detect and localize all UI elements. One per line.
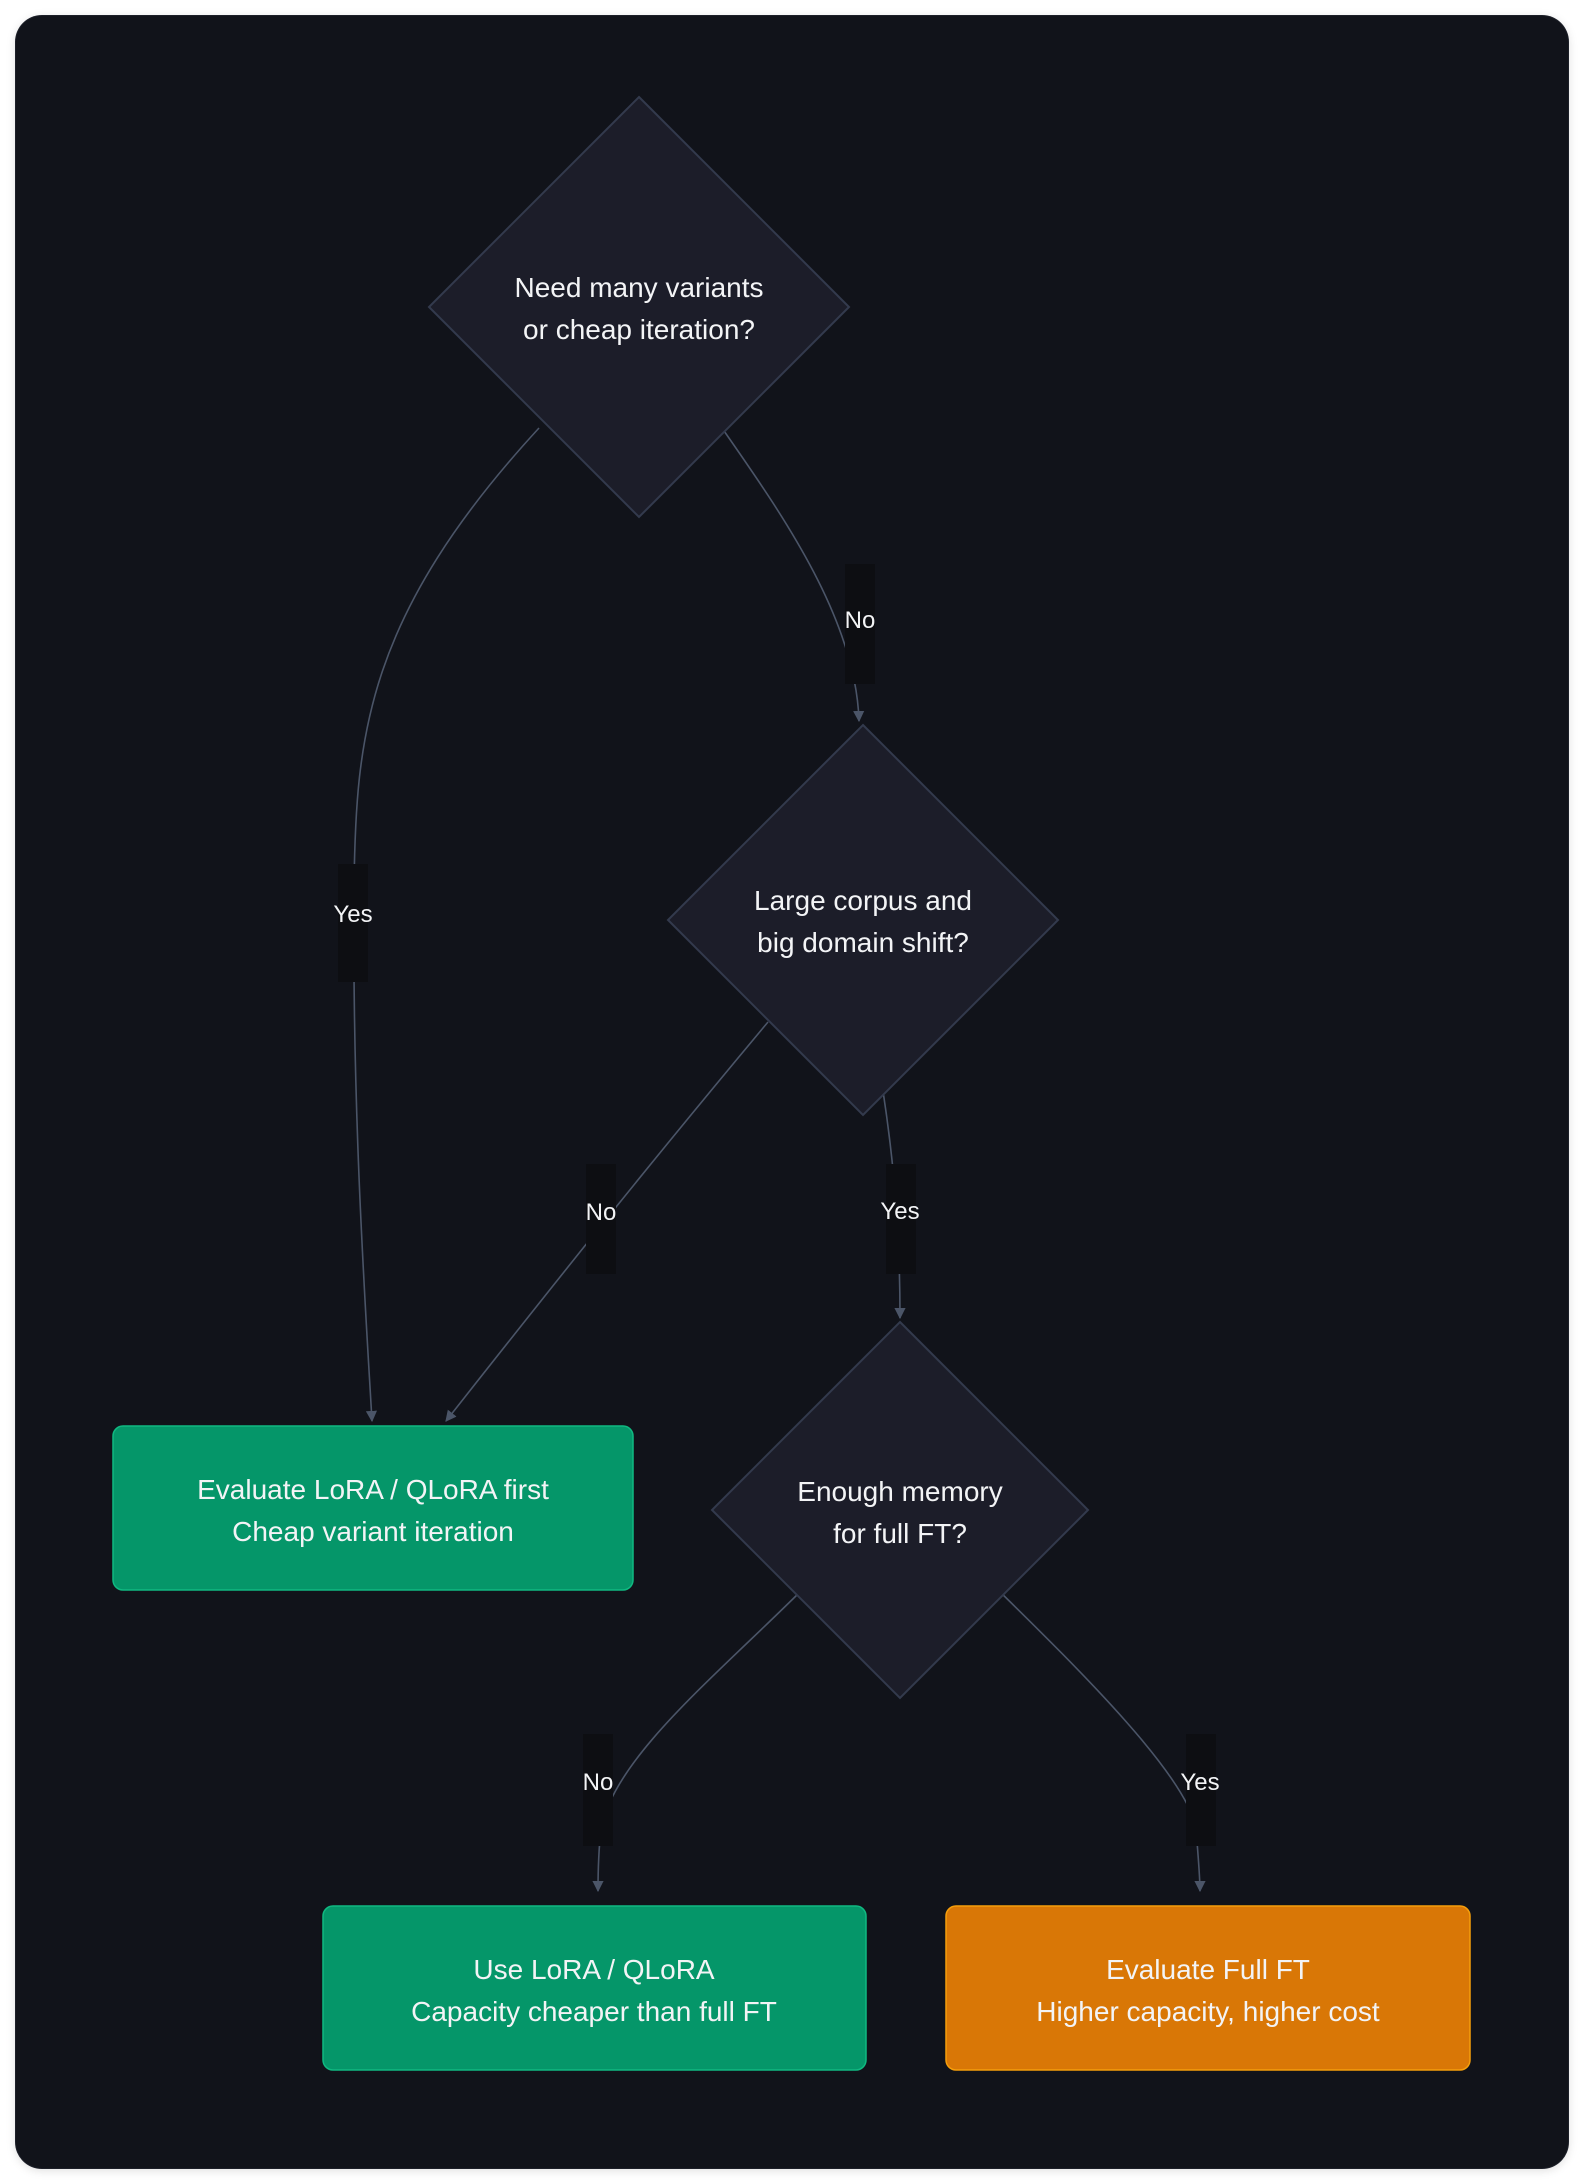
svg-text:No: No (845, 607, 876, 634)
svg-text:Evaluate LoRA / QLoRA first: Evaluate LoRA / QLoRA first (197, 1474, 549, 1505)
edge-label-corpus-yes: Yes (880, 1164, 920, 1274)
edge-label-variants-no: No (845, 564, 876, 684)
decision-variants: Need many variants or cheap iteration? (427, 95, 851, 519)
svg-text:Yes: Yes (333, 901, 372, 928)
edge-label-memory-yes: Yes (1180, 1734, 1220, 1846)
flowchart: No Yes No Yes No Yes Need many variants … (112, 95, 1471, 2071)
edge-variants-no (721, 427, 865, 723)
edges (353, 427, 1206, 1893)
edge-label-memory-no: No (583, 1734, 614, 1846)
svg-text:Evaluate Full FT: Evaluate Full FT (1106, 1954, 1310, 1985)
svg-text:Use LoRA / QLoRA: Use LoRA / QLoRA (473, 1954, 715, 1985)
svg-text:Yes: Yes (1180, 1769, 1219, 1796)
svg-text:Higher capacity, higher cost: Higher capacity, higher cost (1036, 1996, 1380, 2027)
svg-text:Need many variants: Need many variants (514, 272, 763, 303)
svg-text:Cheap variant iteration: Cheap variant iteration (232, 1516, 514, 1547)
svg-text:Capacity cheaper than full FT: Capacity cheaper than full FT (411, 1996, 777, 2027)
edge-variants-yes (353, 427, 540, 1423)
svg-text:Yes: Yes (880, 1198, 919, 1225)
svg-text:No: No (583, 1769, 614, 1796)
svg-text:Enough memory: Enough memory (797, 1476, 1002, 1507)
svg-text:No: No (586, 1199, 617, 1226)
node-evaluate-lora: Evaluate LoRA / QLoRA first Cheap varian… (112, 1425, 634, 1591)
node-use-lora: Use LoRA / QLoRA Capacity cheaper than f… (322, 1905, 867, 2071)
svg-text:or cheap iteration?: or cheap iteration? (523, 314, 755, 345)
decision-corpus: Large corpus and big domain shift? (666, 723, 1060, 1117)
diagram-panel: No Yes No Yes No Yes Need many variants … (16, 16, 1568, 2168)
svg-text:Large corpus and: Large corpus and (754, 885, 972, 916)
edge-memory-no (592, 1585, 807, 1893)
edge-label-variants-yes: Yes (333, 864, 373, 982)
svg-text:for full FT?: for full FT? (833, 1518, 967, 1549)
svg-text:big domain shift?: big domain shift? (757, 927, 969, 958)
decision-memory: Enough memory for full FT? (710, 1320, 1090, 1700)
edge-memory-yes (993, 1585, 1206, 1893)
edge-label-corpus-no: No (586, 1164, 617, 1274)
node-evaluate-full-ft: Evaluate Full FT Higher capacity, higher… (945, 1905, 1471, 2071)
